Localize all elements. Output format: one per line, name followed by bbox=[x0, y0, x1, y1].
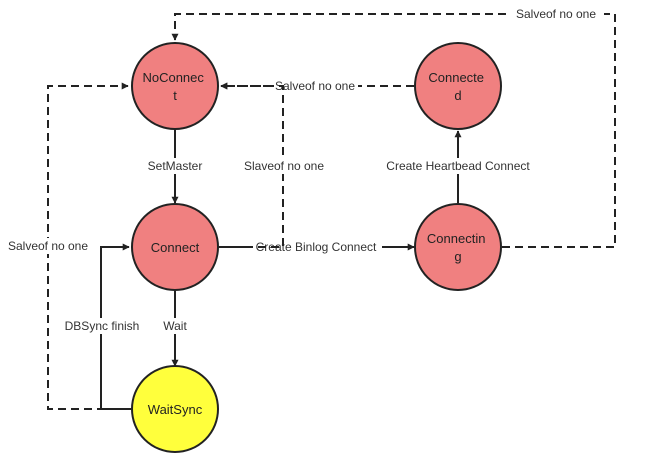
edge-label-salveof-connected: Salveof no one bbox=[275, 79, 355, 93]
node-waitsync: WaitSync bbox=[131, 365, 219, 453]
node-noconnect-label: NoConnec t bbox=[142, 70, 207, 103]
node-connecting-circle bbox=[414, 203, 502, 291]
edge-salveof-waitsync: Salveof no one bbox=[4, 82, 131, 410]
edge-salveof-connecting: Salveof no one bbox=[171, 6, 616, 248]
node-connected-label: Connecte d bbox=[428, 70, 487, 103]
edge-label-slaveof-connect: Slaveof no one bbox=[244, 159, 324, 173]
node-connecting-label-line-2: g bbox=[454, 249, 461, 264]
node-connect: Connect bbox=[131, 203, 219, 291]
edge-create-heartbeat: Create Heartbead Connect bbox=[380, 130, 536, 203]
node-connected-circle bbox=[414, 42, 502, 130]
node-noconnect-label-line-2: t bbox=[173, 88, 177, 103]
edge-label-dbsync-finish: DBSync finish bbox=[65, 319, 140, 333]
edge-label-salveof-waitsync: Salveof no one bbox=[8, 239, 88, 253]
node-connected: Connecte d bbox=[414, 42, 502, 130]
edge-salveof-connected: Salveof no one bbox=[220, 78, 414, 94]
node-noconnect-circle bbox=[131, 42, 219, 130]
edge-setmaster: SetMaster bbox=[142, 129, 208, 204]
edge-slaveof-connect: Slaveof no one bbox=[219, 82, 328, 248]
node-connecting-label: Connectin g bbox=[427, 231, 489, 264]
node-connect-circle bbox=[131, 203, 219, 291]
node-connecting-label-line-1: Connectin bbox=[427, 231, 486, 246]
node-connecting: Connectin g bbox=[414, 203, 502, 291]
edge-label-wait: Wait bbox=[163, 319, 187, 333]
node-waitsync-label: WaitSync bbox=[148, 402, 203, 417]
node-noconnect: NoConnec t bbox=[131, 42, 219, 130]
edge-label-setmaster: SetMaster bbox=[148, 159, 203, 173]
edge-dbsync-finish: DBSync finish bbox=[58, 243, 146, 410]
edge-wait: Wait bbox=[158, 291, 192, 367]
edge-label-salveof-connecting: Salveof no one bbox=[516, 7, 596, 21]
node-connected-label-line-2: d bbox=[454, 88, 461, 103]
node-noconnect-label-line-1: NoConnec bbox=[142, 70, 204, 85]
edge-label-create-binlog: Create Binlog Connect bbox=[256, 240, 377, 254]
node-connected-label-line-1: Connecte bbox=[428, 70, 484, 85]
edge-label-create-heartbeat: Create Heartbead Connect bbox=[386, 159, 530, 173]
node-connect-label: Connect bbox=[151, 240, 200, 255]
node-waitsync-circle bbox=[131, 365, 219, 453]
